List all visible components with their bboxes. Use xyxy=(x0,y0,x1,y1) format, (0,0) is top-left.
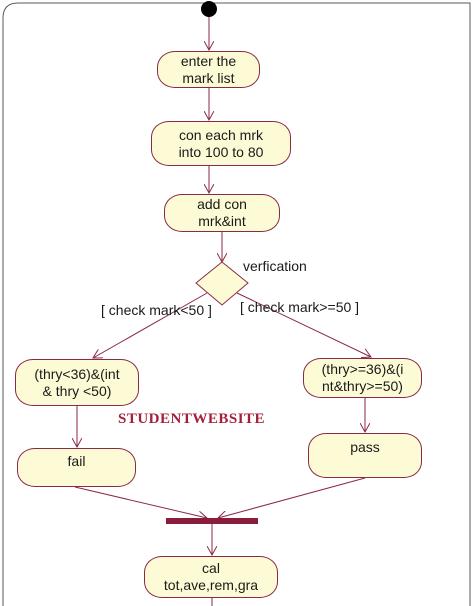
sync-bar xyxy=(166,518,258,524)
activity-add-marks: add con mrk&int xyxy=(164,194,280,232)
guard-fail: [ check mark<50 ] xyxy=(101,302,212,318)
watermark-studentwebsite: STUDENTWEBSITE xyxy=(118,411,266,427)
activity-pass: pass xyxy=(308,433,422,478)
flow-decision-to-fail-condition xyxy=(93,292,208,358)
activity-fail-condition: (thry<36)&(int & thry <50) xyxy=(15,359,139,406)
start-node xyxy=(201,1,217,17)
activity-pass-condition: (thry>=36)&(i nt&thry>=50) xyxy=(303,358,422,398)
flow-fail-to-sync xyxy=(74,486,207,518)
activity-fail: fail xyxy=(17,448,136,487)
guard-pass: [ check mark>=50 ] xyxy=(240,299,360,315)
flow-decision-to-pass-condition xyxy=(236,292,371,357)
flow-pass-to-sync xyxy=(218,477,366,518)
activity-calculate-totals: cal tot,ave,rem,gra xyxy=(144,556,278,598)
activity-enter-mark-list: enter the mark list xyxy=(157,51,260,88)
activity-convert-marks: con each mrk into 100 to 80 xyxy=(151,121,291,166)
decision-label: verfication xyxy=(243,258,307,274)
decision-node xyxy=(195,261,249,306)
